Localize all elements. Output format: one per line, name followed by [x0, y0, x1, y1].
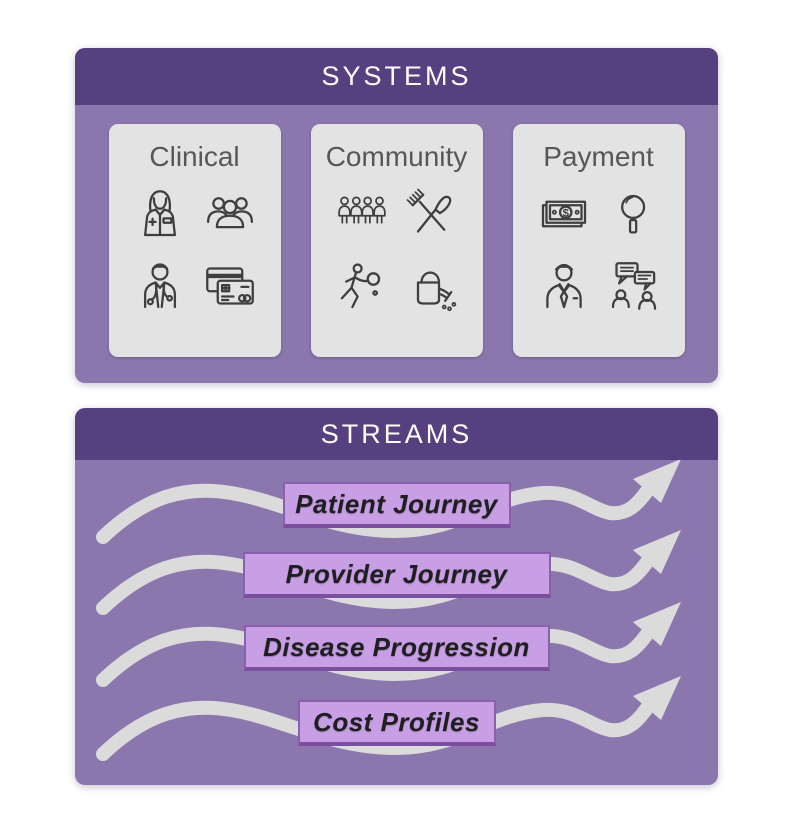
card-clinical-title: Clinical — [149, 141, 240, 172]
card-community-title: Community — [325, 141, 468, 172]
svg-text:$: $ — [562, 207, 569, 219]
systems-title: SYSTEMS — [321, 61, 472, 91]
streams-panel-header: STREAMS — [75, 408, 718, 460]
card-community-icons — [334, 186, 460, 314]
card-payment-title: Payment — [543, 141, 654, 172]
systems-panel-header: SYSTEMS — [75, 48, 718, 105]
card-clinical: Clinical — [108, 124, 281, 357]
systems-panel: SYSTEMS Clinical — [75, 48, 718, 383]
magnifier-icon — [620, 194, 645, 234]
streams-panel: STREAMS Patient Journey Provider Journey… — [75, 408, 718, 785]
systems-panel-body: Clinical — [75, 105, 718, 383]
card-community: Community — [310, 124, 483, 357]
fork-knife-icon — [406, 188, 451, 233]
card-payment-icons: $ — [536, 186, 662, 314]
card-clinical-icons — [132, 186, 258, 314]
crowd-icon — [337, 196, 386, 224]
businessman-icon — [545, 263, 582, 309]
stream-label-patient-journey: Patient Journey — [282, 482, 511, 528]
stream-label-cost-profiles: Cost Profiles — [297, 700, 496, 746]
discussion-icon — [611, 262, 656, 310]
stream-label-disease-progression: Disease Progression — [243, 625, 550, 671]
exercise-icon — [340, 263, 380, 309]
nurse-icon — [143, 190, 176, 237]
watering-can-icon — [416, 271, 456, 312]
streams-title: STREAMS — [320, 418, 473, 449]
stream-label-provider-journey: Provider Journey — [242, 552, 551, 598]
streams-panel-body: Patient Journey Provider Journey Disease… — [75, 460, 718, 785]
money-icon: $ — [541, 200, 586, 228]
card-payment: Payment $ — [512, 124, 685, 357]
credit-cards-icon — [205, 267, 254, 305]
doctor-icon — [143, 263, 176, 309]
patient-group-icon — [206, 197, 253, 229]
